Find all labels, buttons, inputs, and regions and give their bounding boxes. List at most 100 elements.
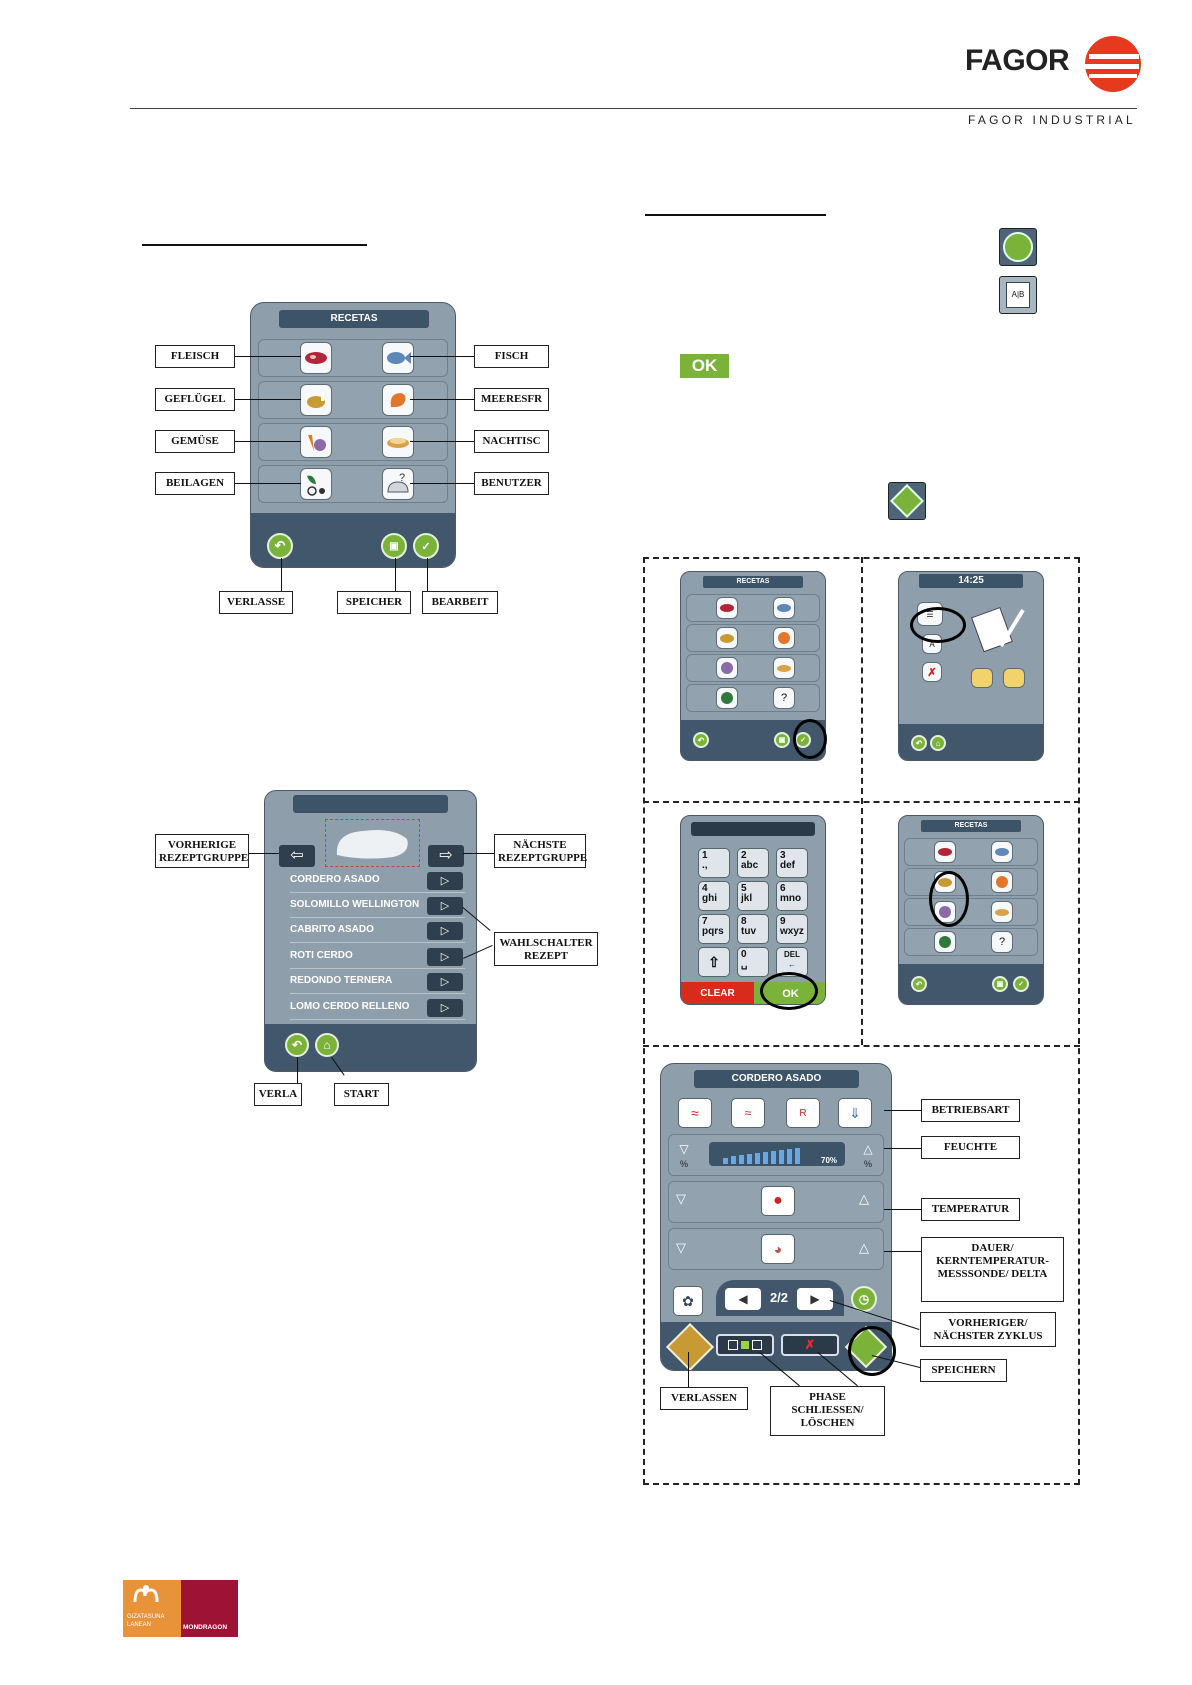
humidity-plus-button[interactable]: △% (863, 1142, 873, 1169)
vegetables-category-button[interactable] (300, 426, 332, 458)
mini-edit-menu-screen: 14:25 ☰ A ✗ ↶ ⌂ (898, 571, 1044, 761)
mini-home-button[interactable]: ⌂ (930, 735, 946, 751)
mini-meat-tile[interactable] (716, 597, 738, 619)
callout-next-group: NÄCHSTE REZEPTGRUPPE (494, 834, 587, 868)
mini-meat-tile[interactable] (934, 841, 956, 863)
callout-selector: WAHLSCHALTER REZEPT (494, 932, 598, 966)
logo-text: GIZATASUNA (127, 1614, 165, 1620)
convection-mode-button[interactable]: ⇓ (838, 1098, 872, 1128)
mini-exit-button[interactable]: ↶ (911, 976, 927, 992)
duration-plus-button[interactable]: △ (859, 1240, 869, 1255)
mini-recipes-title: RECETAS (921, 820, 1021, 832)
mini-save-button[interactable]: ▣ (774, 732, 790, 748)
mini-sides-tile[interactable] (716, 687, 738, 709)
next-cycle-button[interactable]: ▶ (797, 1288, 833, 1310)
mini-fish-tile[interactable] (773, 597, 795, 619)
temperature-plus-button[interactable]: △ (859, 1191, 869, 1206)
recipe-select-button[interactable]: ▷ (427, 973, 463, 991)
steam-mode-button[interactable]: ≈ (678, 1098, 712, 1128)
mini-clock: 14:25 (919, 574, 1023, 588)
header-rule (130, 108, 1137, 109)
fish-category-button[interactable] (382, 342, 414, 374)
clear-button[interactable]: CLEAR (681, 982, 754, 1004)
mini-fish-tile[interactable] (991, 841, 1013, 863)
mini-exit-button[interactable]: ↶ (911, 735, 927, 751)
humidity-minus-button[interactable]: ▽% (679, 1142, 689, 1169)
poultry-category-button[interactable] (300, 384, 332, 416)
home-button[interactable]: ⌂ (315, 1033, 339, 1057)
convection-steam-mode-button[interactable]: ≈ (731, 1098, 765, 1128)
recipe-item[interactable]: SOLOMILLO WELLINGTON (290, 895, 465, 918)
vegetable-icon (308, 435, 326, 451)
recipe-item[interactable]: CABRITO ASADO (290, 920, 465, 943)
recipe-select-button[interactable]: ▷ (427, 922, 463, 940)
callout-meeresfr: MEERESFR (474, 388, 549, 411)
recipe-select-button[interactable]: ▷ (427, 897, 463, 915)
callout-fisch: FISCH (474, 345, 549, 368)
dessert-icon (387, 438, 409, 448)
callout-nachtisc: NACHTISC (474, 430, 549, 453)
dessert-category-button[interactable] (382, 426, 414, 458)
recipe-item[interactable]: REDONDO TERNERA (290, 971, 465, 994)
humidity-value: 70% (821, 1156, 838, 1165)
ok-inline-button: OK (680, 354, 729, 378)
sides-category-button[interactable] (300, 468, 332, 500)
exit-button[interactable]: ↶ (285, 1033, 309, 1057)
user-category-button[interactable]: ? (382, 468, 414, 500)
mini-folder-button[interactable] (971, 668, 993, 688)
regeneration-mode-button[interactable]: R (786, 1098, 820, 1128)
delete-phase-button[interactable]: ✗ (781, 1334, 839, 1356)
mini-edit-button[interactable]: ✓ (1013, 976, 1029, 992)
mini-dessert-tile[interactable] (773, 657, 795, 679)
fan-button[interactable]: ✿ (673, 1286, 703, 1316)
callout-betriebsart: BETRIEBSART (921, 1099, 1020, 1122)
recipe-item[interactable]: LOMO CERDO RELLENO (290, 997, 465, 1020)
keypad-key[interactable]: 0␣ (737, 947, 769, 977)
meat-category-button[interactable] (300, 342, 332, 374)
clipboard-icon (971, 606, 1025, 652)
save-button[interactable]: ▣ (381, 533, 407, 559)
highlight-circle (760, 972, 818, 1010)
shift-key[interactable]: ⇧ (698, 947, 730, 977)
duration-minus-button[interactable]: ▽ (676, 1240, 686, 1255)
callout-benutzer: BENUTZER (474, 472, 549, 495)
mini-open-folder-button[interactable] (1003, 668, 1025, 688)
prev-group-button[interactable]: ⇦ (279, 845, 315, 867)
category-row (258, 339, 448, 377)
prev-cycle-button[interactable]: ◀ (725, 1288, 761, 1310)
mini-save-button[interactable]: ▣ (992, 976, 1008, 992)
mini-user-tile[interactable]: ? (773, 687, 795, 709)
keypad-key[interactable]: 1., (698, 848, 730, 878)
callout-beilagen: BEILAGEN (155, 472, 235, 495)
mini-delete-button[interactable]: ✗ (922, 662, 942, 682)
temperature-minus-button[interactable]: ▽ (676, 1191, 686, 1206)
recipe-select-button[interactable]: ▷ (427, 948, 463, 966)
mini-poultry-tile[interactable] (716, 627, 738, 649)
close-phase-button[interactable] (716, 1334, 774, 1356)
callout-speicher: SPEICHER (337, 591, 411, 614)
mini-seafood-tile[interactable] (773, 627, 795, 649)
mini-seafood-tile[interactable] (991, 871, 1013, 893)
recipe-select-button[interactable]: ▷ (427, 872, 463, 890)
mini-sides-tile[interactable] (934, 931, 956, 953)
recipe-select-button[interactable]: ▷ (427, 999, 463, 1017)
mini-exit-button[interactable]: ↶ (693, 732, 709, 748)
next-group-button[interactable]: ⇨ (428, 845, 464, 867)
recipe-item[interactable]: CORDERO ASADO (290, 870, 465, 893)
brand-name: FAGOR (965, 44, 1070, 77)
mini-user-tile[interactable]: ? (991, 931, 1013, 953)
mini-dessert-tile[interactable] (991, 901, 1013, 923)
seafood-category-button[interactable] (382, 384, 414, 416)
edit-button[interactable]: ✓ (413, 533, 439, 559)
mini-vegetable-tile[interactable] (716, 657, 738, 679)
recipe-item[interactable]: ROTI CERDO (290, 946, 465, 969)
exit-button[interactable]: ↶ (267, 533, 293, 559)
